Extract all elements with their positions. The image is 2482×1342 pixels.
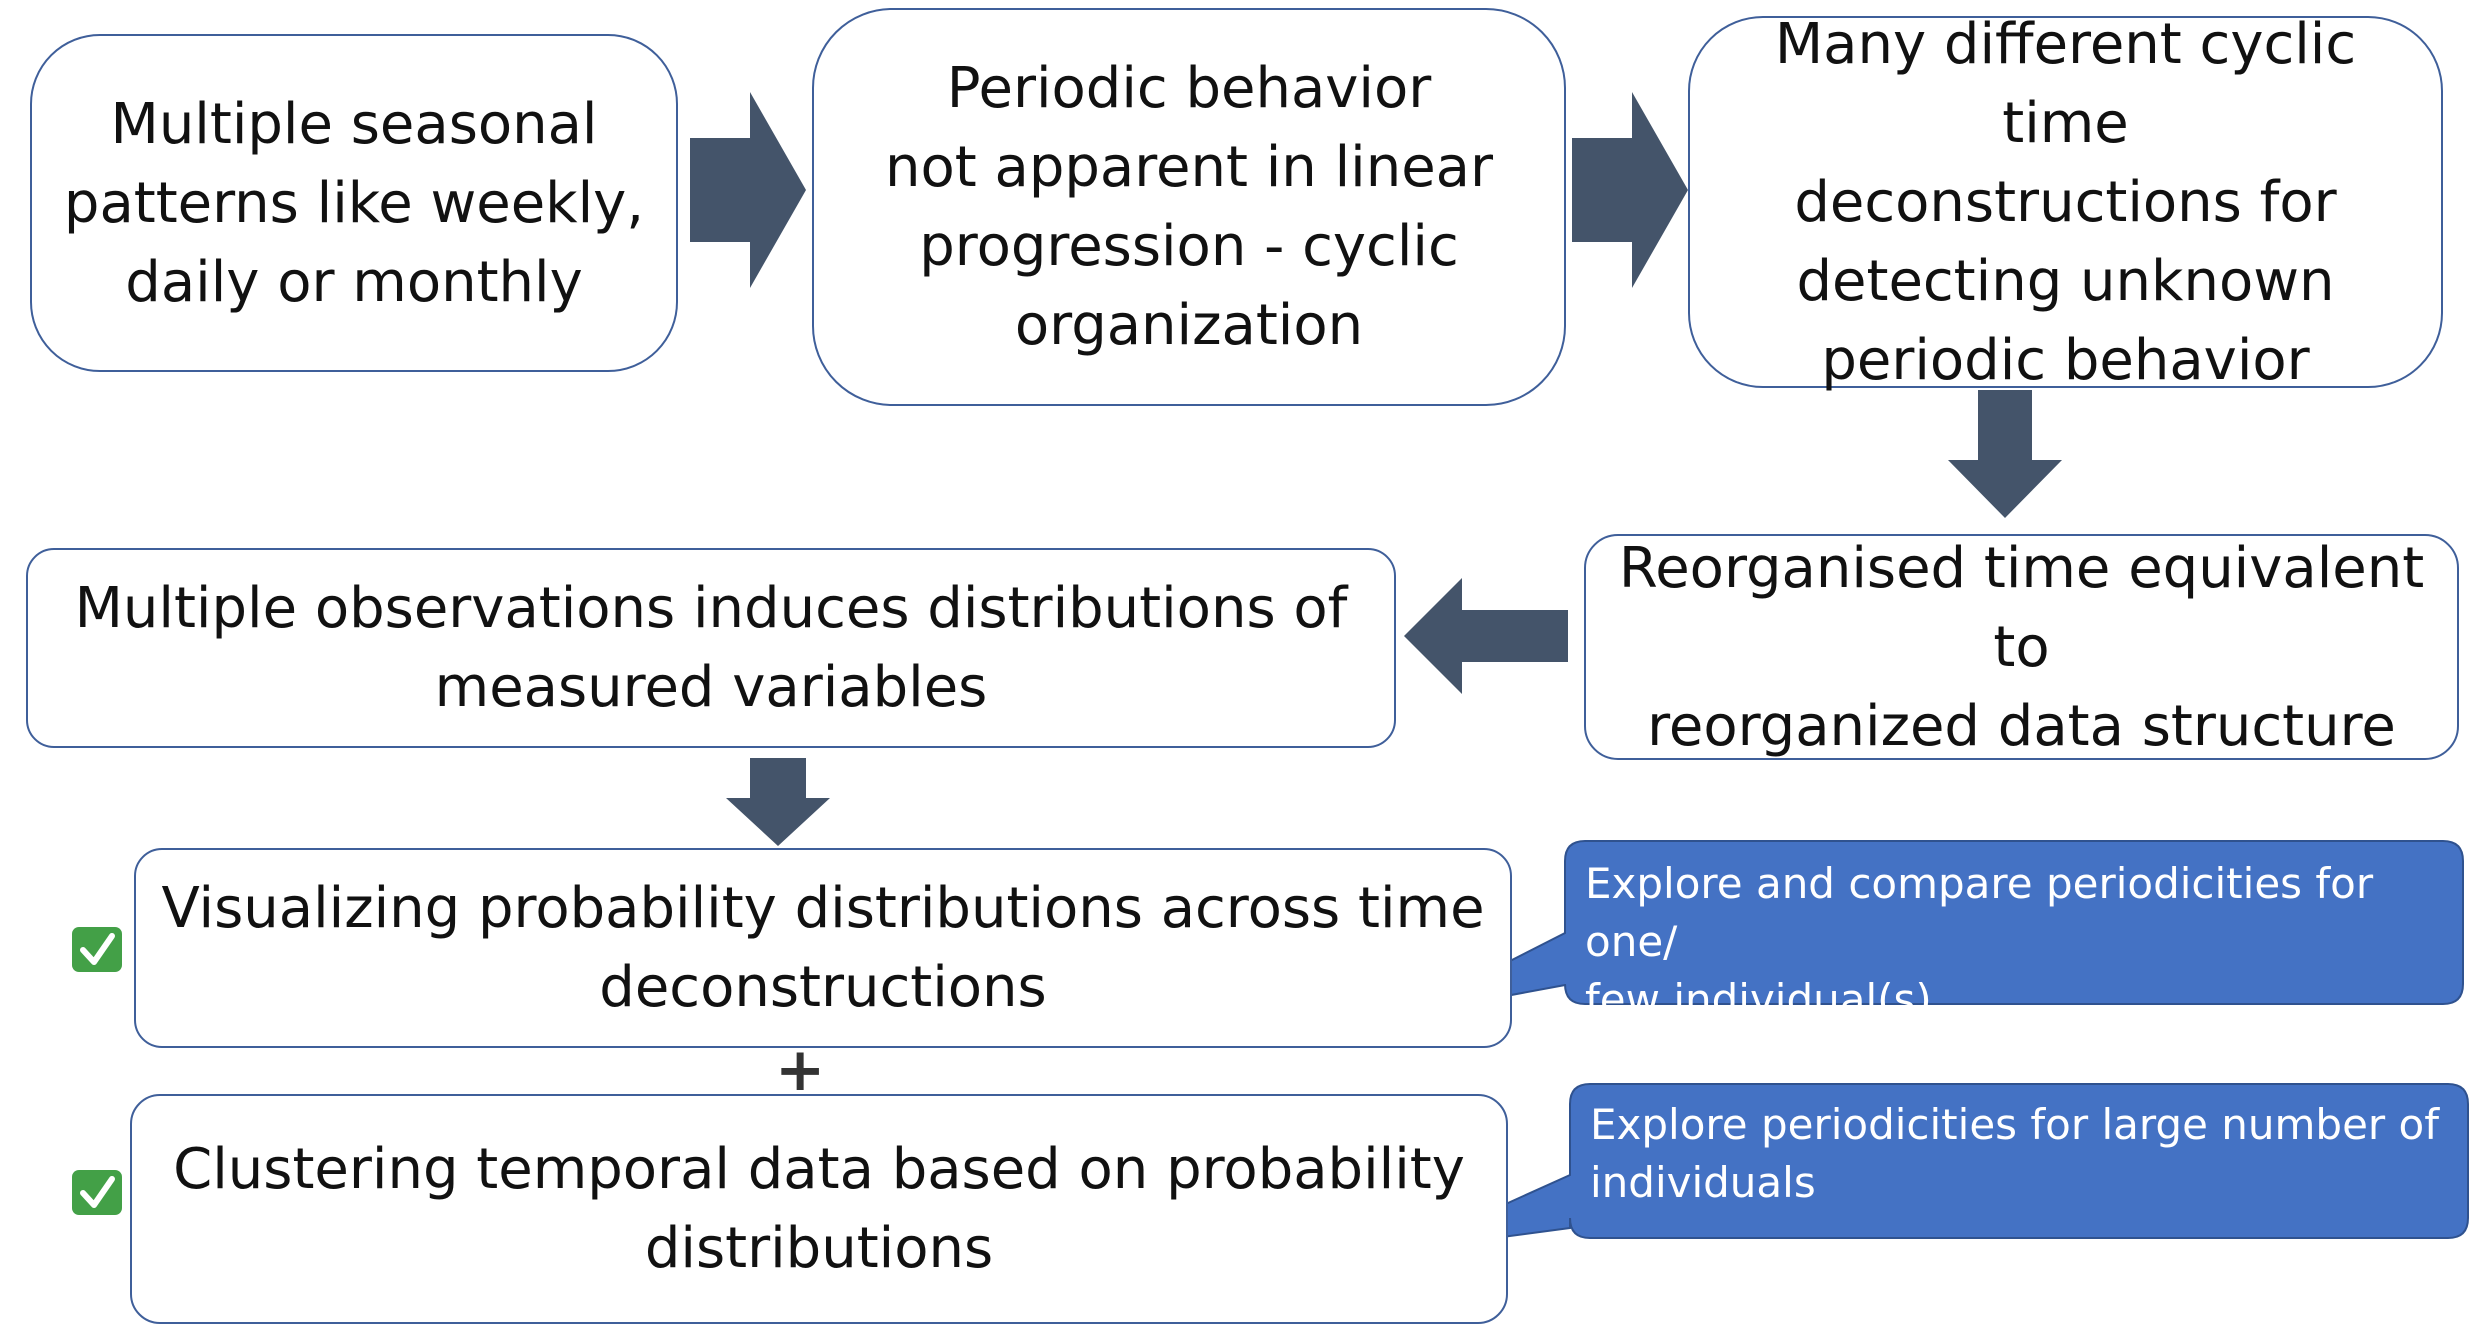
node-label: Multiple observations induces distributi… [74,576,1348,720]
arrow-down-1 [1948,390,2062,518]
callout-bubble-2 [1403,1083,2469,1251]
node-multiple-observations: Multiple observations induces distributi… [26,548,1396,748]
arrow-down-2 [726,758,830,846]
node-periodic-behavior: Periodic behavior not apparent in linear… [812,8,1566,406]
arrow-right-1 [690,92,806,288]
node-visualizing-distributions: Visualizing probability distributions ac… [134,848,1512,1048]
arrow-left-1 [1404,578,1568,694]
node-label: Many different cyclic time deconstructio… [1774,11,2357,393]
arrow-right-2 [1572,92,1688,288]
node-multiple-seasonal-patterns: Multiple seasonal patterns like weekly, … [30,34,678,372]
node-cyclic-time-deconstructions: Many different cyclic time deconstructio… [1688,12,2443,393]
node-label: Clustering temporal data based on probab… [173,1137,1465,1281]
callout-bubble-1 [1403,840,2464,1016]
node-label: Reorganised time equivalent to reorganiz… [1618,535,2425,759]
callout-text-1: Explore and compare periodicities for on… [1585,859,2374,1024]
node-label: Visualizing probability distributions ac… [161,876,1485,1020]
node-label: Multiple seasonal patterns like weekly, … [63,91,645,315]
check-mark-icon [72,1170,122,1215]
plus-connector: + [775,1035,826,1105]
node-reorganised-time: Reorganised time equivalent to reorganiz… [1584,534,2459,760]
node-label: Periodic behavior not apparent in linear… [885,56,1493,358]
check-mark-icon [72,927,122,972]
callout-text-2: Explore periodicities for large number o… [1590,1100,2440,1207]
node-clustering-temporal-data: Clustering temporal data based on probab… [130,1094,1508,1324]
